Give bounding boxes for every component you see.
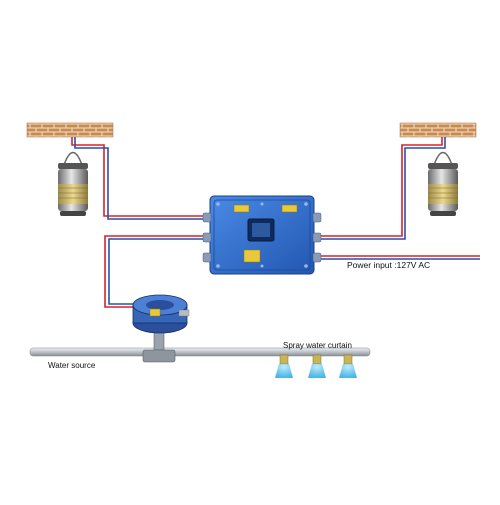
sensor-cable-right — [312, 137, 446, 240]
water-source-label: Water source — [48, 361, 96, 370]
brick-wall-icon — [26, 122, 114, 138]
power-input-label: Power input :127V AC — [347, 260, 431, 270]
solenoid-valve-icon — [132, 294, 190, 363]
spray-nozzle-icon — [275, 354, 293, 378]
spray-curtain-label: Spray water curtain — [283, 341, 352, 350]
hanging-sensor-icon — [428, 151, 458, 216]
spray-nozzle-icon — [339, 354, 357, 378]
sensor-cable-left — [71, 137, 212, 220]
hanging-sensor-icon — [58, 151, 88, 216]
explosion-proof-box-icon — [202, 195, 322, 275]
valve-cable — [104, 235, 212, 308]
brick-wall-icon — [399, 122, 477, 138]
power-cable — [312, 255, 480, 260]
spray-nozzle-icon — [308, 354, 326, 378]
water-pipe — [29, 347, 371, 357]
